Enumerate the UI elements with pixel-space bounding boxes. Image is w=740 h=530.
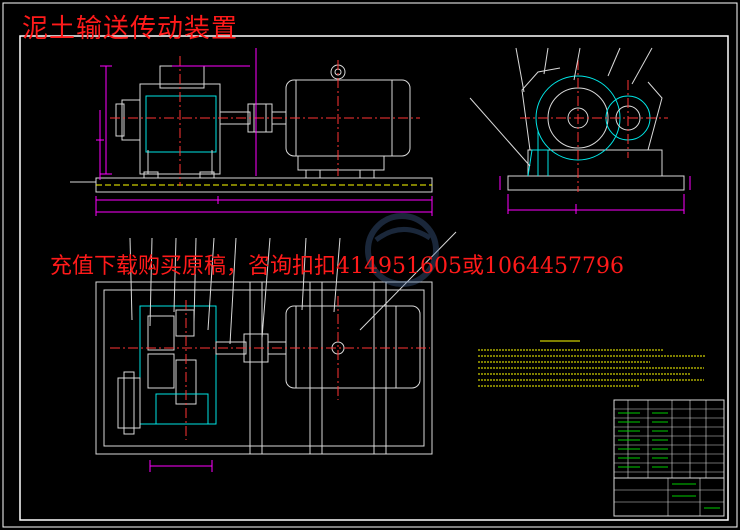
plan-gearbox xyxy=(139,305,217,425)
plan-base-frame xyxy=(95,281,433,455)
title-block xyxy=(613,399,725,517)
plan-view xyxy=(95,231,457,472)
drawing-title: 泥土输送传动装置 xyxy=(22,14,239,44)
inner-frame xyxy=(19,35,729,521)
side-elevation-view xyxy=(469,47,691,214)
technical-notes xyxy=(478,340,706,387)
watermark-logo xyxy=(365,213,439,287)
front-elevation-view xyxy=(70,48,433,216)
plan-motor xyxy=(285,305,421,389)
purchase-banner: 充值下载购买原稿，咨询扣扣414951605或1064457796 xyxy=(50,254,624,279)
side-base-frame xyxy=(507,175,685,191)
